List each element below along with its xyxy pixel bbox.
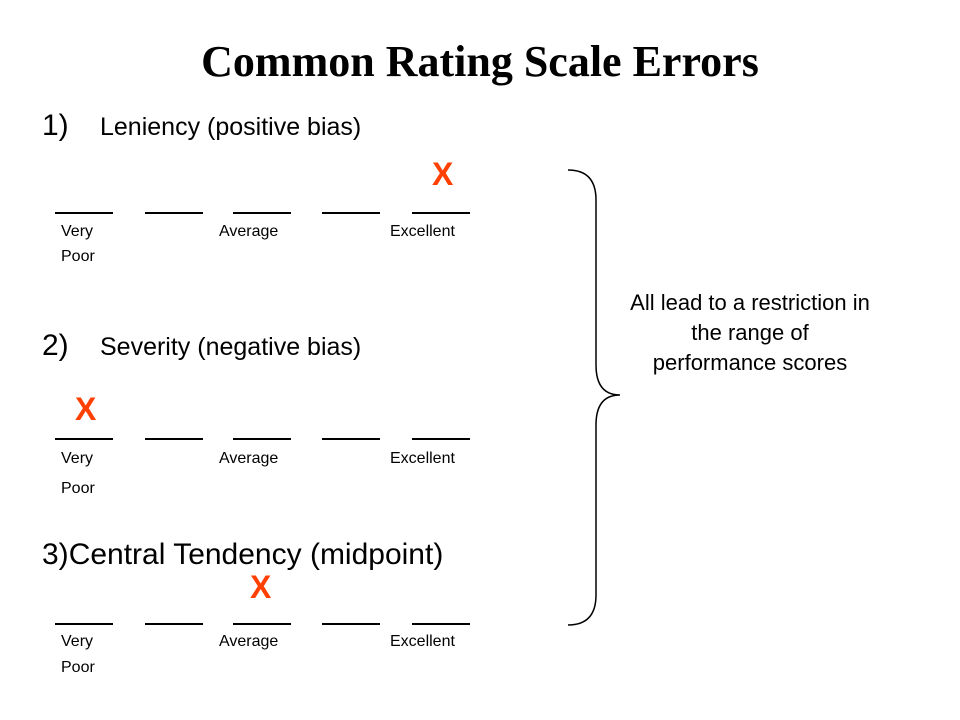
scale-label-average: Average <box>219 450 279 467</box>
scale-label-very: Very <box>61 633 94 650</box>
rating-blank <box>322 623 380 625</box>
rating-blank <box>55 212 113 214</box>
rating-blank <box>55 623 113 625</box>
rating-blank <box>55 438 113 440</box>
error-number: 3) <box>42 538 69 571</box>
rating-blank <box>412 212 470 214</box>
rating-mark: X <box>432 156 454 192</box>
scale-label-very: Very <box>61 450 94 467</box>
error-number: 1) <box>42 109 69 142</box>
scale-label-average: Average <box>219 633 279 650</box>
error-label: Leniency (positive bias) <box>100 113 362 141</box>
rating-blank <box>412 623 470 625</box>
error-heading-severity: 2) Severity (negative bias) <box>42 328 361 365</box>
error-number: 2) <box>42 329 69 362</box>
error-heading-central-tendency: 3)Central Tendency (midpoint) <box>42 537 443 573</box>
scale-label-excellent: Excellent <box>390 633 455 650</box>
rating-blank <box>233 438 291 440</box>
rating-blank <box>233 212 291 214</box>
scale-label-poor: Poor <box>61 248 95 265</box>
scale-label-average: Average <box>219 223 279 240</box>
page-title: Common Rating Scale Errors <box>201 37 759 86</box>
rating-mark: X <box>75 391 97 427</box>
rating-mark: X <box>250 569 272 605</box>
scale-label-very: Very <box>61 223 94 240</box>
rating-blank <box>412 438 470 440</box>
summary-text: All lead to a restriction in the range o… <box>630 290 870 375</box>
rating-blank <box>145 623 203 625</box>
error-heading-leniency: 1) Leniency (positive bias) <box>42 108 361 145</box>
rating-blank <box>233 623 291 625</box>
rating-blank <box>145 212 203 214</box>
error-label: Central Tendency (midpoint) <box>68 538 444 571</box>
scale-label-excellent: Excellent <box>390 450 455 467</box>
error-label: Severity (negative bias) <box>100 333 362 361</box>
rating-blank <box>322 212 380 214</box>
scale-label-poor: Poor <box>61 659 95 676</box>
scale-label-excellent: Excellent <box>390 223 455 240</box>
scale-label-poor: Poor <box>61 480 95 497</box>
rating-blank <box>145 438 203 440</box>
rating-blank <box>322 438 380 440</box>
grouping-brace <box>567 169 621 626</box>
